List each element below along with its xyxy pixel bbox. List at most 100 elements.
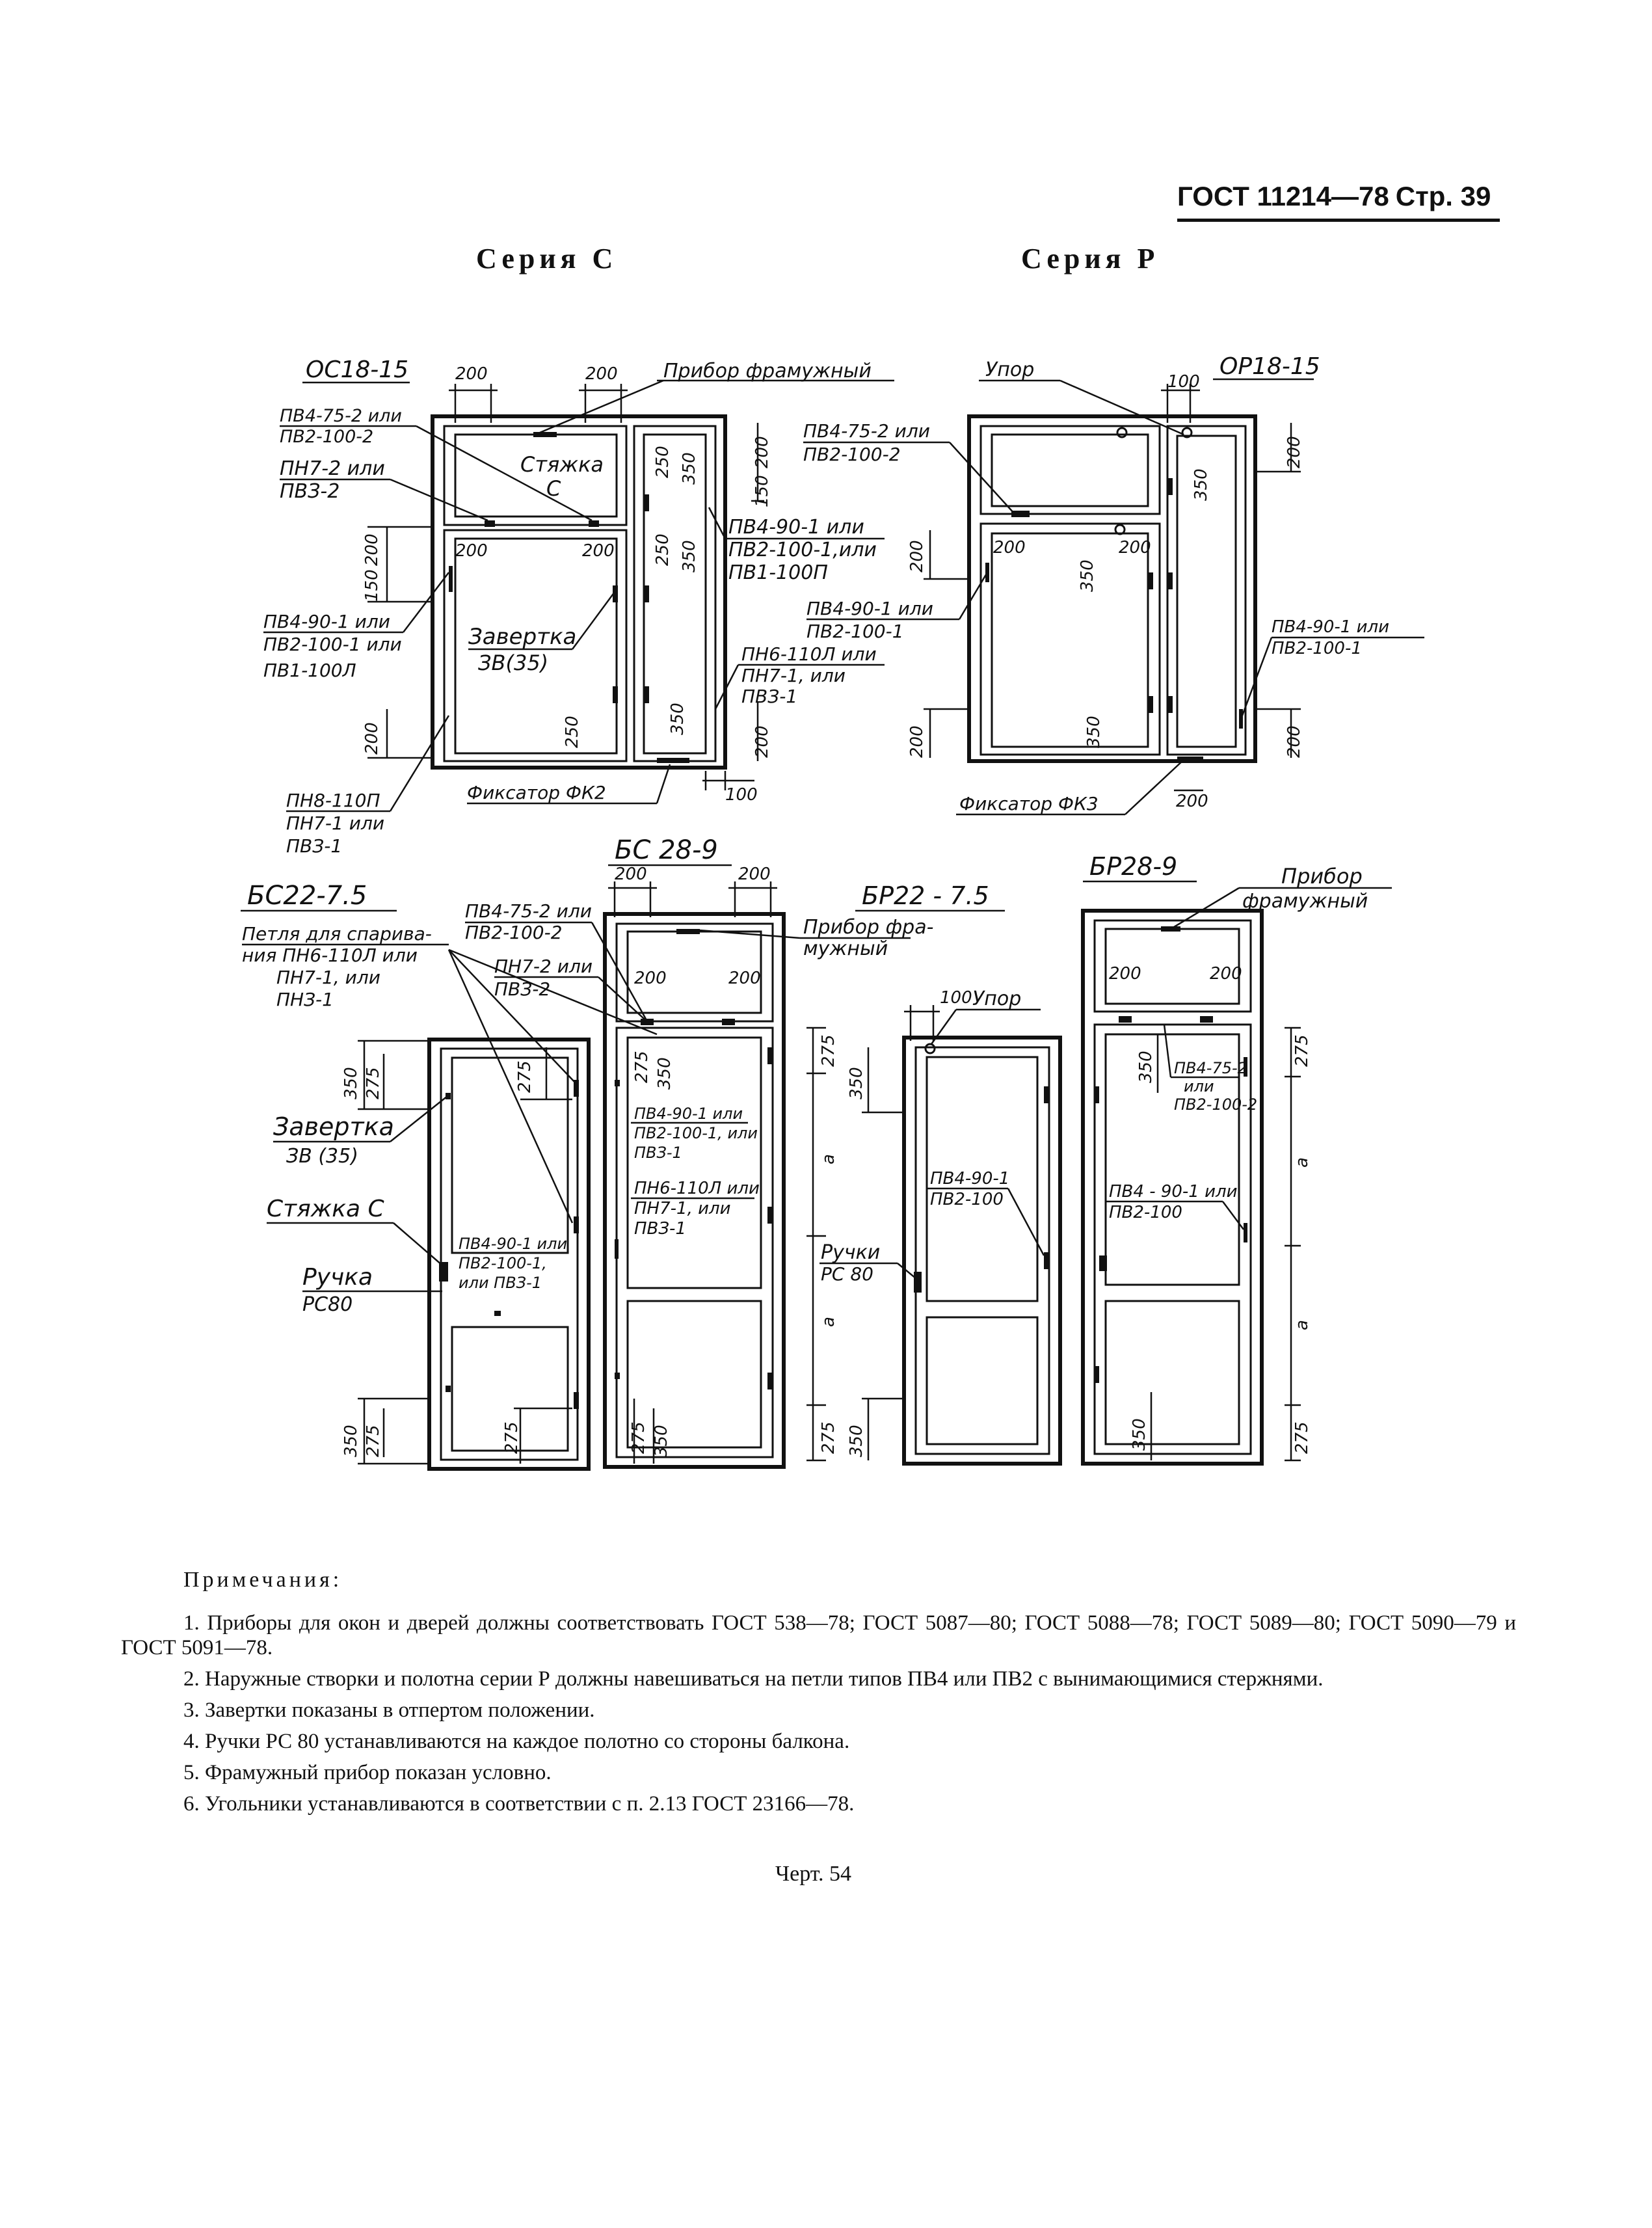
svg-text:275: 275 [819,1421,838,1454]
svg-text:ния ПН6-110Л или: ния ПН6-110Л или [242,945,418,966]
oc-hinge-right-label: ПВ4-90-1 или [728,516,864,539]
svg-text:200: 200 [362,722,382,755]
svg-text:200: 200 [362,533,382,566]
br22-glazing [926,1056,1039,1302]
svg-text:200: 200 [1285,436,1304,468]
svg-text:350: 350 [680,540,699,572]
svg-text:275: 275 [502,1421,522,1454]
svg-text:200: 200 [585,364,618,384]
svg-text:350: 350 [847,1425,866,1457]
svg-text:ПВЗ-1: ПВЗ-1 [634,1144,682,1162]
svg-text:350: 350 [847,1067,866,1099]
svg-text:350: 350 [1078,559,1097,592]
svg-text:ПВ1-100П: ПВ1-100П [728,561,828,584]
bc28-pn7-label: ПН7-2 или [494,956,593,977]
br22-outer-frame [902,1036,1062,1466]
svg-text:ПВ2-100-1: ПВ2-100-1 [1272,639,1362,658]
br22-handle-label: Ручки [821,1241,880,1264]
svg-text:ЗВ (35): ЗВ (35) [286,1145,358,1168]
bc22-loop-label: Петля для спарива- [242,923,432,945]
br28-panel [1104,1300,1240,1445]
svg-text:200: 200 [753,436,772,468]
svg-text:ПВ2-100: ПВ2-100 [1109,1203,1182,1222]
svg-text:250: 250 [653,533,673,566]
svg-text:a: a [1292,1320,1312,1330]
svg-text:350: 350 [1084,716,1104,748]
svg-text:275: 275 [364,1425,383,1457]
oc-latch-label: Завертка [468,624,576,650]
bc22-tie-label: Стяжка С [267,1196,384,1222]
svg-text:350: 350 [655,1057,674,1090]
bc28-panel [626,1300,762,1449]
or-transom [979,425,1161,515]
svg-text:ПН7-1 или: ПН7-1 или [286,812,384,834]
or-hinge-mid-label: ПВ4-90-1 или [806,598,933,619]
svg-text:ПВЗ-1: ПВЗ-1 [286,835,342,857]
oc-pn8-label: ПН8-110П [286,790,380,811]
br22-panel [926,1316,1039,1445]
bc28-outer-frame [603,912,786,1469]
br28-hinge-top-label: ПВ4-75-2 [1174,1059,1247,1077]
svg-text:275: 275 [632,1051,652,1083]
br28-transom-label: Прибор [1281,864,1363,889]
page-number: Стр. 39 [1395,181,1491,211]
svg-text:200: 200 [455,541,488,561]
notes-section: Примечания: 1. Приборы для окон и дверей… [121,1568,1516,1823]
figure-caption: Черт. 54 [775,1862,852,1886]
svg-text:275: 275 [364,1067,383,1099]
svg-text:ПВ2-100-2: ПВ2-100-2 [803,444,901,465]
notes-heading: Примечания: [183,1568,343,1592]
bc28-transom [615,922,774,1023]
svg-text:ПВ2-100-2: ПВ2-100-2 [280,427,373,447]
standard-number: ГОСТ 11214—78 [1177,181,1389,211]
svg-text:200: 200 [1109,964,1141,984]
svg-text:275: 275 [1292,1034,1312,1067]
svg-text:ЗВ(35): ЗВ(35) [478,651,548,675]
svg-text:150: 150 [362,569,382,602]
br28-glazing [1104,1033,1240,1286]
svg-text:350: 350 [1192,468,1211,501]
svg-text:мужный: мужный [803,937,888,960]
svg-text:100: 100 [1167,372,1200,392]
svg-text:ПВ2-100-2: ПВ2-100-2 [465,922,563,943]
svg-text:ПВ2-100-1 или: ПВ2-100-1 или [263,634,402,655]
bc28-mark: БС 28-9 [615,835,718,865]
note-item: 3. Завертки показаны в отпертом положени… [183,1698,595,1722]
svg-text:350: 350 [680,452,699,485]
bc22-glazing [451,1056,569,1254]
svg-text:200: 200 [907,540,927,572]
br28-outer-frame [1081,909,1264,1466]
door-bc28-9: БС 28-9 200 200 200 200 275 350 275 a [465,835,933,1469]
bc22-handle-label: Ручка [302,1264,373,1291]
oc-mark: ОС18-15 [306,356,408,383]
bc28-pn6-label: ПН6-110Л или [634,1179,760,1198]
svg-text:С: С [546,476,561,501]
note-item: 2. Наружные створки и полотна серии Р до… [183,1667,1324,1691]
svg-text:200: 200 [1119,538,1151,557]
svg-text:275: 275 [1292,1421,1312,1454]
svg-text:РС80: РС80 [302,1293,353,1316]
window-or18-15: ОР18-15 100 200 350 200 350 200 200 [803,353,1424,816]
note-item: 4. Ручки РС 80 устанавливаются на каждое… [183,1730,850,1753]
svg-text:350: 350 [668,703,687,735]
svg-text:ПВ2-100-2: ПВ2-100-2 [1174,1095,1257,1114]
oc-pn6-label: ПН6-110Л или [741,643,877,665]
br28-hinge-mid-label: ПВ4 - 90-1 или [1109,1182,1238,1201]
svg-text:a: a [1292,1157,1312,1168]
note-item: 5. Фрамужный прибор показан условно. [183,1761,552,1784]
br28-mark: БР28-9 [1089,852,1177,881]
oc-hinge-left-label: ПВ4-90-1 или [263,611,390,632]
svg-text:350: 350 [341,1067,361,1099]
bc28-hinge-top-label: ПВ4-75-2 или [465,900,592,922]
or-hinge-right-label: ПВ4-90-1 или [1272,617,1389,637]
br28-transom [1093,919,1252,1013]
svg-text:100: 100 [725,785,758,805]
svg-text:100: 100 [940,988,972,1008]
oc-pn7-label: ПН7-2 или [280,457,385,480]
svg-text:или: или [1184,1077,1214,1095]
svg-text:ПВ2-100: ПВ2-100 [930,1190,1004,1209]
door-bc22-7-5: БС22-7.5 350 275 275 350 275 275 Петля д… [241,881,658,1471]
technical-drawing: ОС18-15 200 200 250 350 200 150 250 [241,353,1424,1471]
bc28-hinge-mid-label: ПВ4-90-1 или [634,1105,743,1123]
